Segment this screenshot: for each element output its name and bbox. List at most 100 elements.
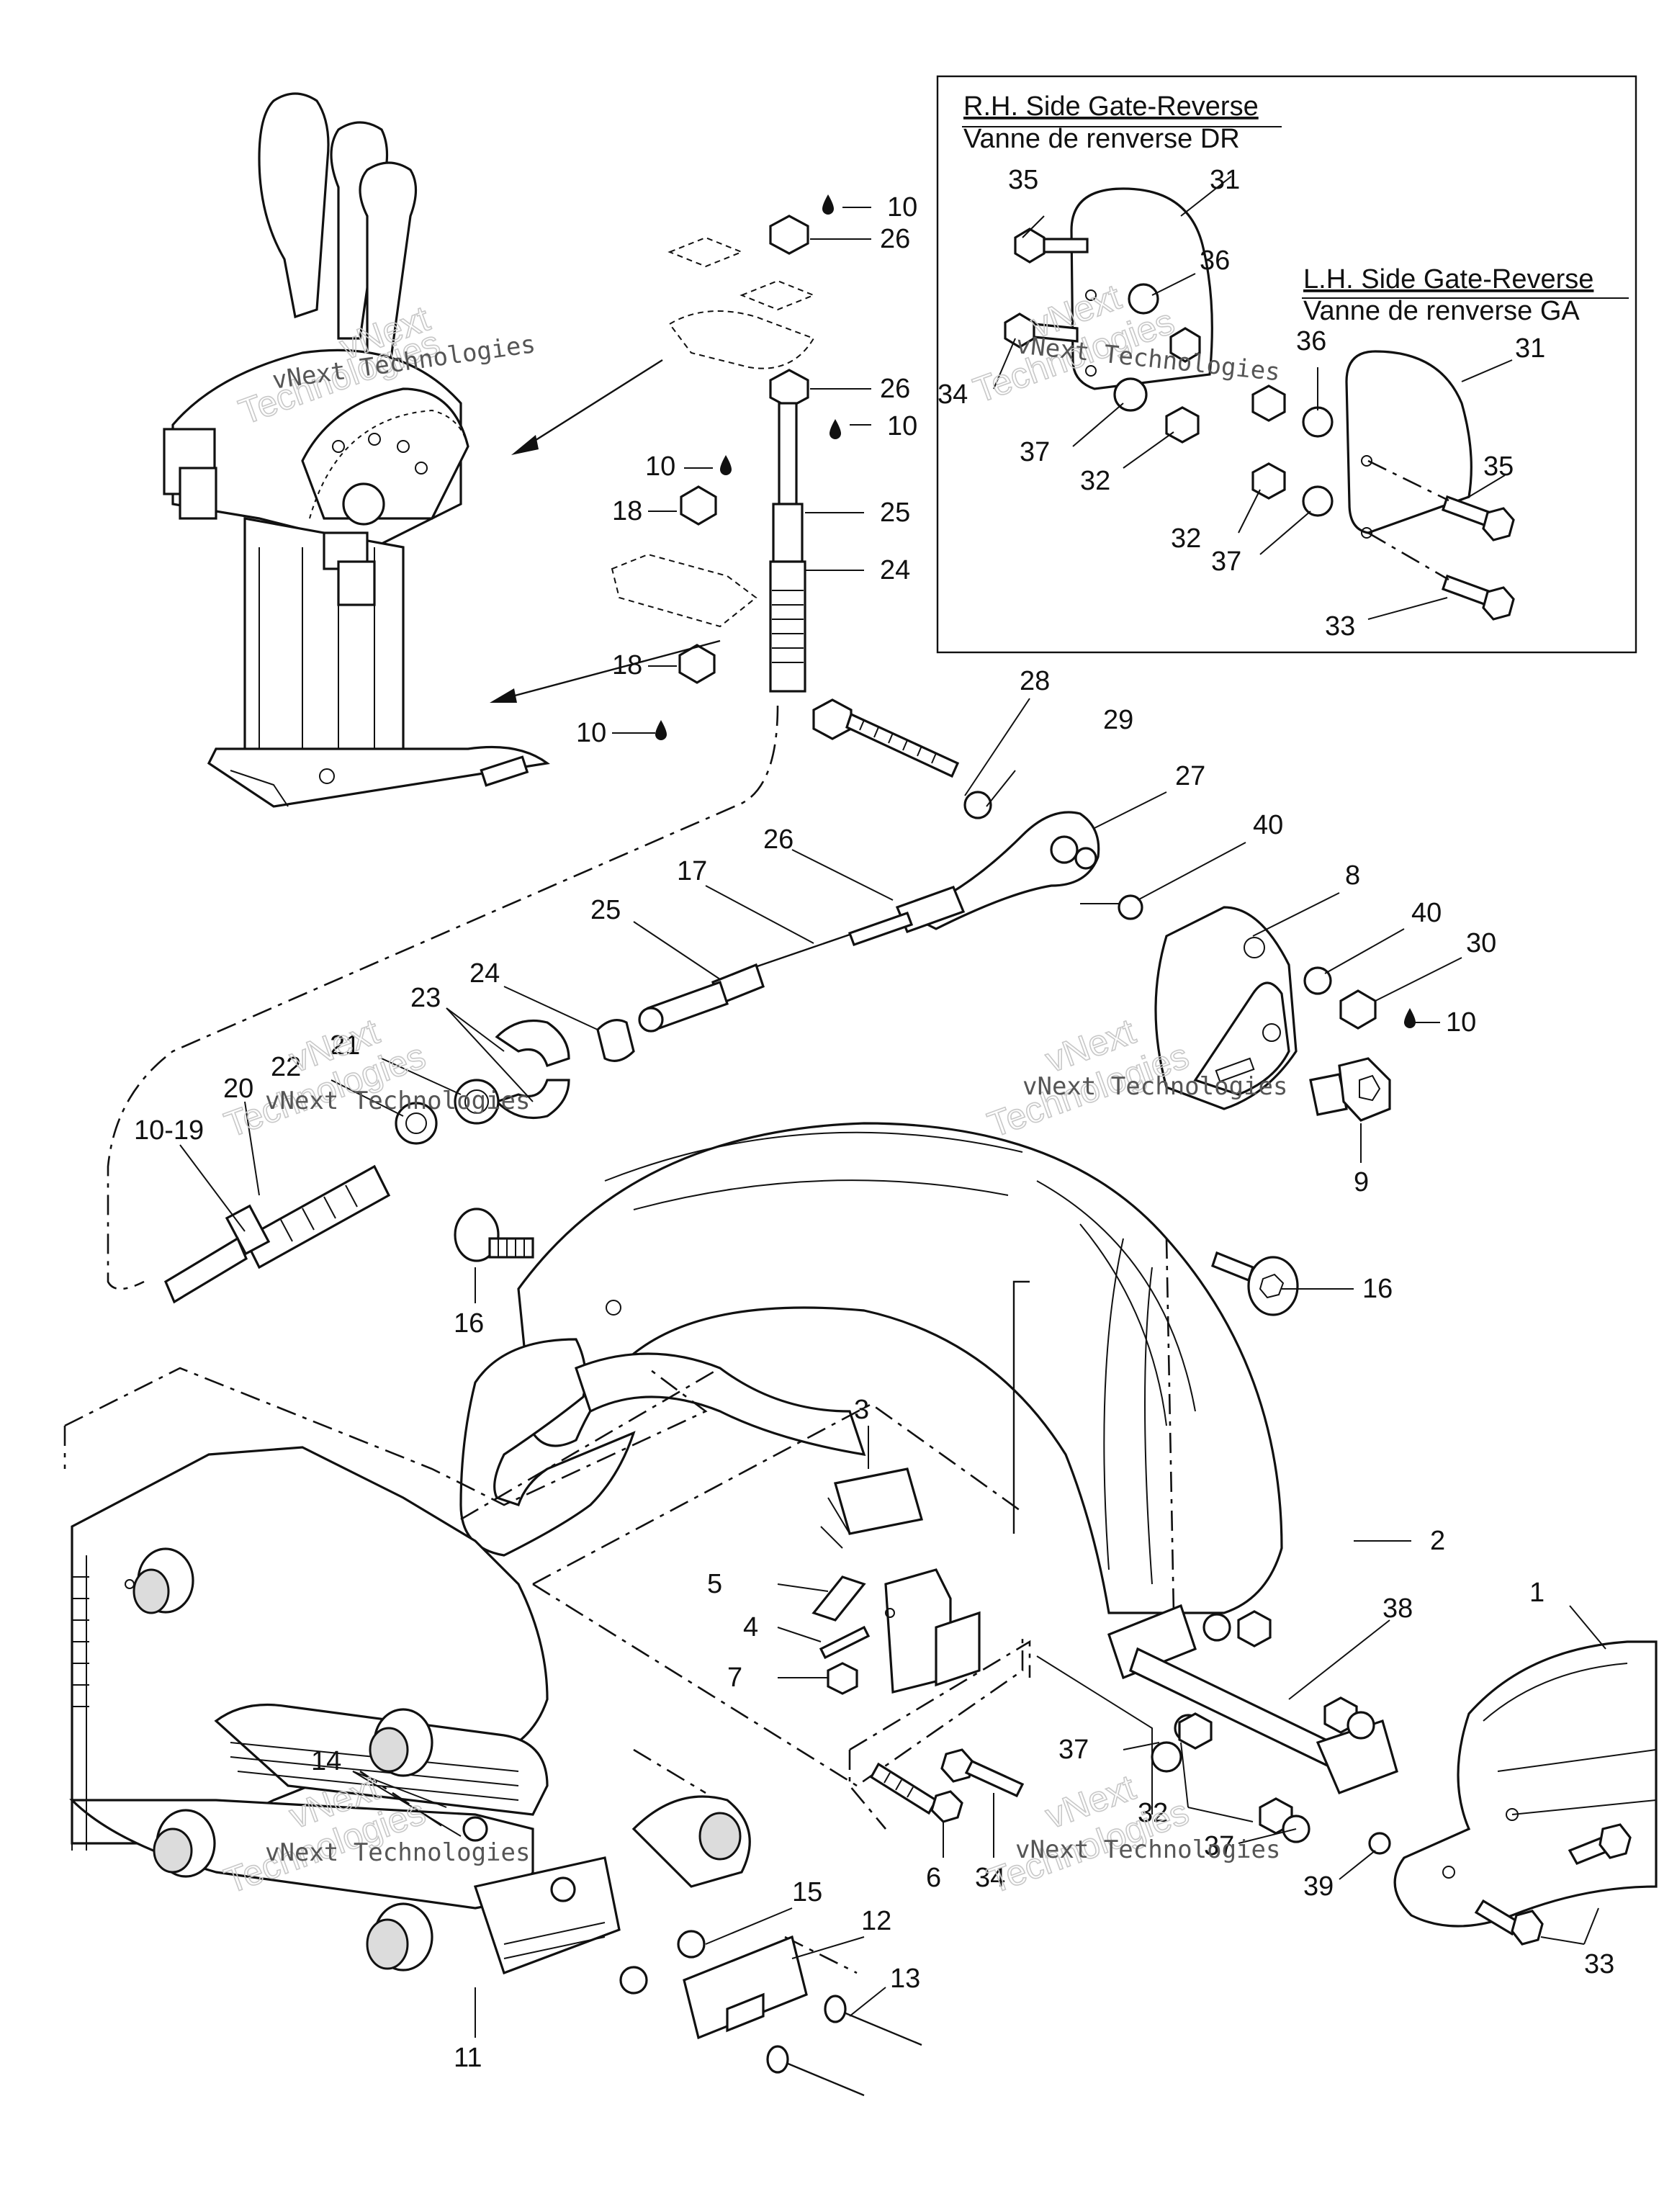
housing-1-fragment — [1393, 1640, 1658, 1946]
control-lever-assembly — [163, 92, 550, 808]
washer-15 — [677, 1930, 706, 1959]
watermark-text-4: vNext Technologies — [1022, 1072, 1287, 1101]
nut-18-top — [680, 485, 717, 526]
callout-12: 12 — [861, 1906, 891, 1936]
nut-7 — [827, 1662, 858, 1695]
callout-29: 29 — [1103, 705, 1133, 735]
washer-40a — [1118, 894, 1143, 920]
washer-29 — [963, 791, 992, 819]
watermark-text-5: vNext Technologies — [265, 1838, 530, 1867]
callout-37: 37 — [1020, 437, 1050, 467]
callout-10: 10 — [887, 411, 917, 441]
rh-bolt-34 — [1004, 313, 1079, 349]
callout-10: 10 — [887, 192, 917, 222]
clip-3 — [833, 1467, 924, 1535]
callout-1: 1 — [1529, 1578, 1545, 1608]
pin-4 — [819, 1625, 871, 1660]
leader-lines — [179, 176, 1606, 2038]
callout-14: 14 — [311, 1746, 341, 1776]
callout-37: 37 — [1211, 547, 1241, 577]
callout-26: 26 — [880, 224, 910, 254]
callout-32: 32 — [1171, 523, 1201, 554]
lh-bolt-33 — [1441, 574, 1515, 621]
sleeve-25 — [772, 503, 804, 563]
callout-24: 24 — [469, 958, 500, 989]
rivet-13 — [766, 1995, 922, 2097]
callout-10-19: 10-19 — [134, 1115, 204, 1146]
callout-4: 4 — [743, 1612, 758, 1642]
callout-16: 16 — [454, 1308, 484, 1339]
nut-26-mid — [769, 369, 809, 409]
inset-rh-title-1: R.H. Side Gate-Reverse — [963, 91, 1259, 122]
callout-5: 5 — [707, 1569, 722, 1599]
lh-nut-32b — [1251, 462, 1286, 500]
lubricant-drop-icons — [655, 194, 1416, 1028]
callout-7: 7 — [727, 1663, 742, 1693]
callout-20: 20 — [223, 1074, 253, 1104]
inset-rh-title-2: Vanne de renverse DR — [963, 124, 1240, 154]
inset-lh-title-1: L.H. Side Gate-Reverse — [1303, 264, 1593, 295]
bolt-9 — [1309, 1057, 1391, 1122]
direction-arrows — [490, 359, 721, 703]
callout-15: 15 — [792, 1877, 822, 1907]
callout-2: 2 — [1430, 1526, 1445, 1556]
nut-30 — [1339, 989, 1377, 1030]
cable-linkage — [163, 698, 1143, 1304]
callout-37: 37 — [1204, 1831, 1234, 1861]
callout-35: 35 — [1483, 451, 1514, 482]
rh-washer-37 — [1113, 377, 1148, 412]
callout-38: 38 — [1382, 1593, 1413, 1624]
callout-10: 10 — [645, 451, 675, 482]
lh-bolt-35 — [1441, 495, 1515, 541]
callout-35: 35 — [1008, 165, 1038, 195]
callout-31: 31 — [1210, 165, 1240, 195]
nut-18-bottom — [678, 644, 716, 684]
drop-icon — [822, 194, 834, 215]
bolt-34 — [940, 1748, 1025, 1798]
callout-21: 21 — [330, 1030, 360, 1061]
bolt-16-left — [454, 1208, 534, 1262]
callout-6: 6 — [926, 1863, 941, 1893]
callout-26: 26 — [880, 374, 910, 404]
drop-icon — [1404, 1008, 1416, 1028]
inset-panel: R.H. Side Gate-Reverse Vanne de renverse… — [936, 75, 1637, 654]
bolt-6 — [869, 1762, 963, 1823]
callout-40: 40 — [1253, 810, 1283, 840]
callout-30: 30 — [1466, 928, 1496, 958]
ring-21 — [454, 1079, 500, 1125]
callout-31: 31 — [1515, 333, 1545, 364]
callout-18: 18 — [612, 650, 642, 680]
rh-nut-32b — [1165, 406, 1200, 444]
cable-rod — [778, 402, 798, 505]
cable-end-stack — [107, 215, 816, 1290]
callout-3: 3 — [854, 1395, 869, 1425]
half-shell-23b — [495, 1079, 570, 1120]
small-parts-3-7 — [811, 1467, 981, 1695]
callout-32: 32 — [1138, 1798, 1168, 1828]
lh-washer-37 — [1302, 485, 1334, 517]
callout-25: 25 — [590, 895, 621, 925]
callout-11: 11 — [454, 2043, 482, 2073]
inset-lh-title-2: Vanne de renverse GA — [1303, 296, 1580, 326]
callout-27: 27 — [1175, 761, 1205, 791]
callout-8: 8 — [1345, 860, 1360, 891]
callout-36: 36 — [1200, 246, 1230, 276]
callout-24: 24 — [880, 555, 910, 585]
callout-36: 36 — [1296, 326, 1326, 356]
reverse-gate-2 — [459, 1122, 1283, 1614]
callout-10: 10 — [576, 718, 606, 748]
lh-washer-36 — [1302, 406, 1334, 438]
callout-22: 22 — [271, 1052, 301, 1082]
callout-40: 40 — [1411, 898, 1442, 928]
callout-23: 23 — [410, 983, 441, 1013]
callout-26: 26 — [763, 824, 793, 855]
callout-34: 34 — [975, 1863, 1005, 1893]
housing-11 — [69, 1446, 751, 1975]
bolt-28 — [812, 698, 960, 778]
callout-34: 34 — [938, 379, 968, 410]
lh-nut-32a — [1251, 385, 1286, 422]
rh-nut-32a — [1169, 327, 1201, 363]
washer-40b — [1303, 966, 1332, 995]
